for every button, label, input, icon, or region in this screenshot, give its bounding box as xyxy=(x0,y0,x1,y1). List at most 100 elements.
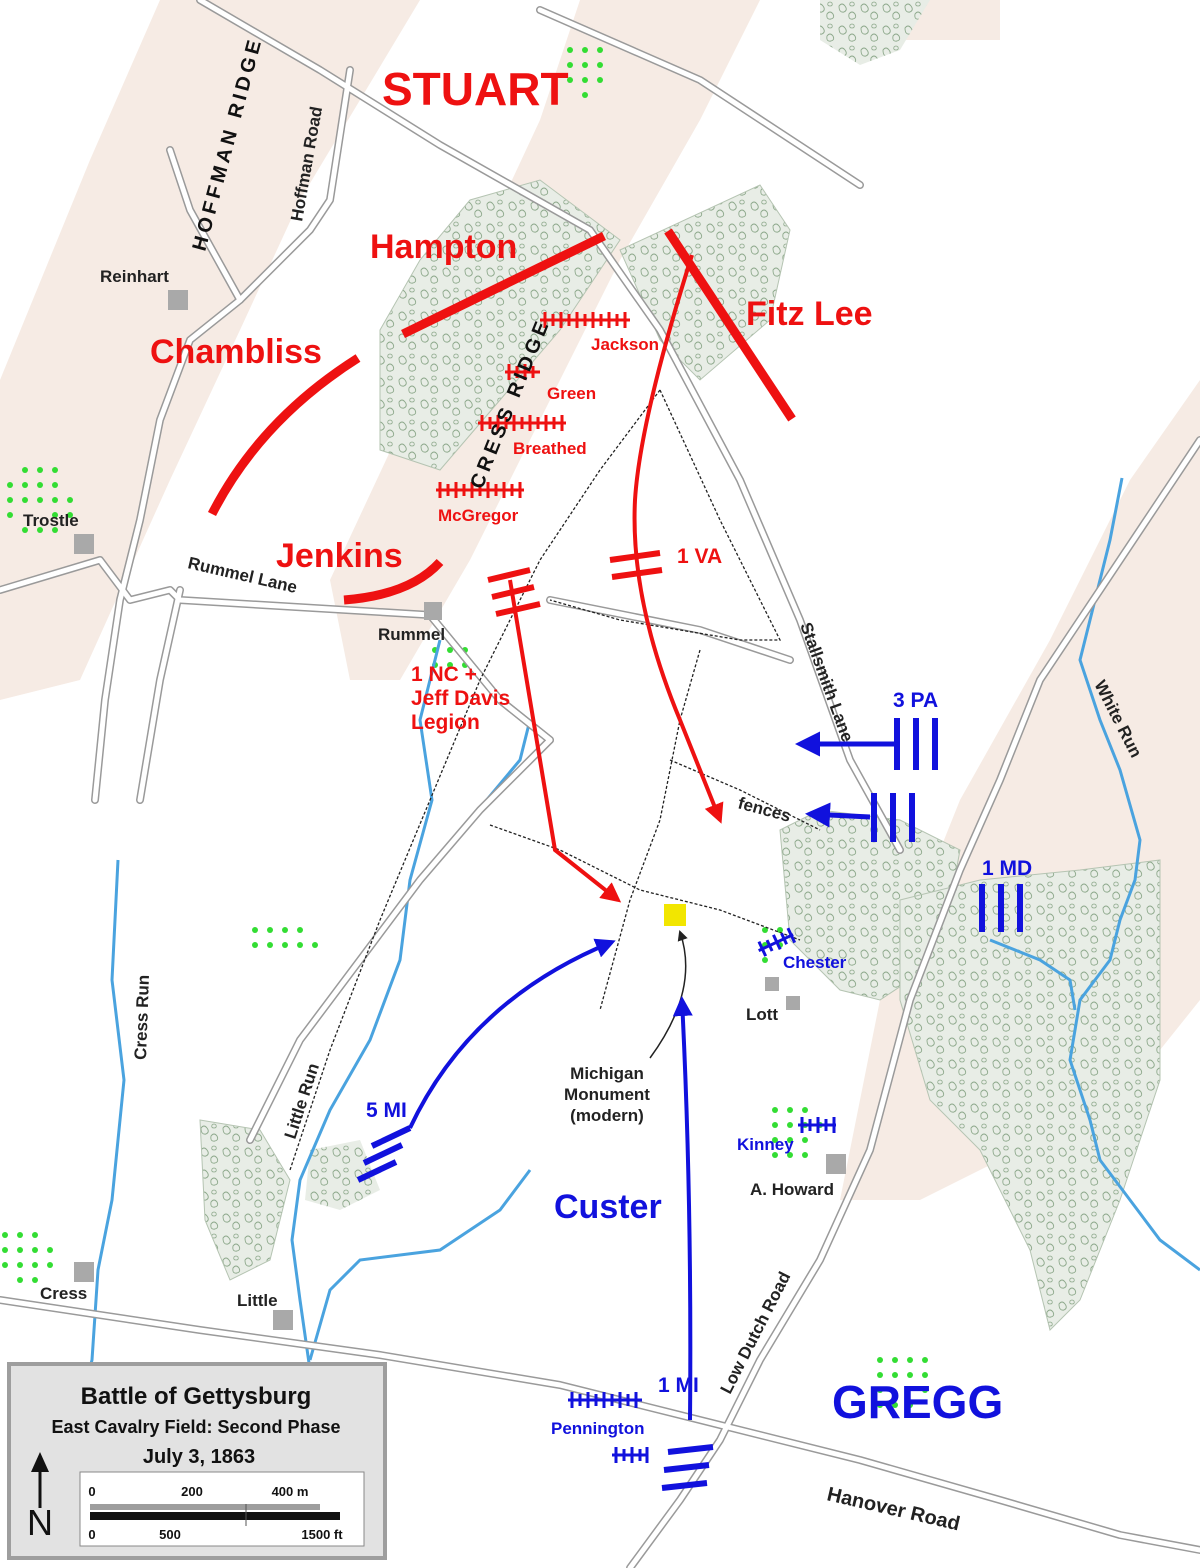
chambliss-label: Chambliss xyxy=(150,333,322,371)
fences xyxy=(289,389,821,1171)
buildings xyxy=(74,290,846,1330)
pa3-unit-symbol xyxy=(894,718,938,770)
white-run-branch xyxy=(989,938,1077,1011)
title-box: Battle of Gettysburg East Cavalry Field:… xyxy=(7,1362,387,1560)
fitz-lee-label: Fitz Lee xyxy=(746,295,873,333)
nc1-label-line1: 1 NC + xyxy=(411,663,477,686)
white-run-stream xyxy=(1068,477,1200,1272)
cress-building xyxy=(74,1262,94,1282)
monument-pointer-arrow xyxy=(649,930,688,1059)
reinhart-building xyxy=(168,290,188,310)
woods-northeast xyxy=(820,0,930,65)
mcgregor-battery-label: McGregor xyxy=(438,506,519,525)
stallsmith-lane-label: Stallsmith Lane xyxy=(796,620,857,745)
chester-battery-label: Chester xyxy=(783,953,847,972)
lott-label: Lott xyxy=(746,1005,778,1024)
pa3-label: 3 PA xyxy=(893,689,938,712)
map-title: Battle of Gettysburg xyxy=(81,1383,312,1410)
scale-ft-0: 0 xyxy=(88,1527,95,1542)
chester-battery-symbol xyxy=(757,927,797,957)
pennington-battery-label: Pennington xyxy=(551,1419,644,1438)
reinhart-label: Reinhart xyxy=(100,267,169,286)
howard-building xyxy=(826,1154,846,1174)
pennington-battery-symbol xyxy=(568,1392,642,1408)
union-forces xyxy=(356,718,1023,1491)
pennington-battery-symbol-2 xyxy=(612,1447,649,1463)
monument-label-line1: Michigan xyxy=(570,1064,644,1083)
hampton-label: Hampton xyxy=(370,228,517,266)
jackson-battery-label: Jackson xyxy=(591,335,659,354)
stuart-label: STUART xyxy=(382,63,569,115)
mi1-label: 1 MI xyxy=(658,1374,699,1397)
north-label: N xyxy=(27,1502,53,1543)
woods xyxy=(199,0,1161,1331)
streams xyxy=(18,477,1200,1521)
map-subtitle: East Cavalry Field: Second Phase xyxy=(51,1417,340,1437)
fence-2 xyxy=(549,389,782,641)
fence-5 xyxy=(669,759,821,831)
little-run-branch-2 xyxy=(308,1169,532,1361)
orchard-trostle xyxy=(7,467,73,533)
mcgregor-battery-symbol xyxy=(436,482,524,498)
woods-east xyxy=(899,859,1161,1331)
nc1-label-line3: Legion xyxy=(411,711,480,734)
mi1-unit-symbol xyxy=(661,1444,714,1491)
trostle-label: Trostle xyxy=(23,511,79,530)
va1-attack-arrow xyxy=(632,254,724,824)
scale-ft-500: 500 xyxy=(159,1527,181,1542)
rummel-building xyxy=(424,602,442,620)
little-run-stream xyxy=(290,639,442,1371)
orchard-cress xyxy=(2,1232,53,1283)
scale-bar-feet xyxy=(90,1512,340,1520)
north-arrow-icon xyxy=(31,1452,49,1508)
green-battery-symbol xyxy=(505,364,540,380)
nc1-unit-symbol xyxy=(487,567,541,617)
kinney-battery-symbol xyxy=(798,1117,836,1133)
confederate-attacks xyxy=(487,254,724,903)
woods-little-run xyxy=(199,1119,291,1281)
monument-label-line3: (modern) xyxy=(570,1106,644,1125)
scale-ft-1500: 1500 ft xyxy=(301,1527,343,1542)
md1-label: 1 MD xyxy=(982,857,1032,880)
chambliss-line xyxy=(207,354,361,517)
hanover-road-label: Hanover Road xyxy=(825,1483,962,1535)
breathed-battery-symbol xyxy=(478,415,566,431)
mi5-label: 5 MI xyxy=(366,1099,407,1122)
breathed-battery-label: Breathed xyxy=(513,439,587,458)
hampton-line xyxy=(401,231,606,339)
scale-m-400: 400 m xyxy=(272,1484,309,1499)
va1-unit-symbol xyxy=(609,550,663,580)
fence-1 xyxy=(289,389,661,1171)
hoffman-ridge-area xyxy=(0,0,420,700)
jackson-battery-symbol xyxy=(540,312,630,328)
va1-label: 1 VA xyxy=(677,545,722,568)
confederate-batteries xyxy=(436,312,630,498)
scale-bar-meters xyxy=(90,1504,320,1510)
michigan-monument-marker xyxy=(664,904,686,926)
custer-label: Custer xyxy=(554,1188,662,1226)
lott-building-2 xyxy=(786,996,800,1010)
md1-unit-symbol xyxy=(979,884,1023,932)
pa3-move-arrow-2 xyxy=(805,802,871,828)
fences-label: fences xyxy=(736,794,793,826)
nc1-attack-arrow xyxy=(508,579,622,903)
cress-label: Cress xyxy=(40,1284,87,1303)
monument-label-line2: Monument xyxy=(564,1085,650,1104)
pa3-second-unit-symbol xyxy=(871,793,915,842)
nc1-label-line2: Jeff Davis xyxy=(411,687,510,710)
green-battery-label: Green xyxy=(547,384,596,403)
cress-run-label: Cress Run xyxy=(131,974,153,1060)
lott-building-1 xyxy=(765,977,779,991)
fence-4 xyxy=(489,824,801,941)
scale-m-200: 200 xyxy=(181,1484,203,1499)
orchard-gregg xyxy=(877,1357,928,1408)
orchard-center xyxy=(252,927,318,948)
union-batteries xyxy=(568,927,836,1463)
mi5-attack-arrow xyxy=(408,938,616,1129)
little-label: Little xyxy=(237,1291,278,1310)
woods-5mi xyxy=(305,1140,380,1210)
kinney-battery-label: Kinney xyxy=(737,1135,794,1154)
little-building xyxy=(273,1310,293,1330)
